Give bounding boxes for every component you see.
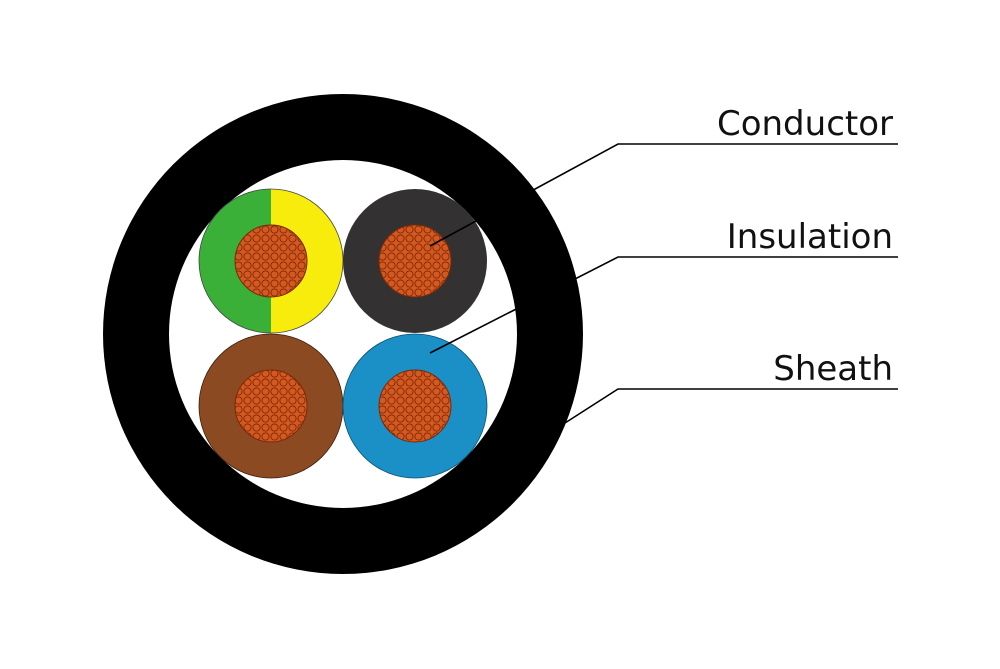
- sheath-leader-line: [564, 388, 898, 424]
- conductor-leader-line: [429, 143, 898, 247]
- blue-conductor: [378, 369, 452, 443]
- sheath-label: Sheath: [773, 349, 893, 389]
- brown-conductor: [234, 369, 308, 443]
- black-conductor: [378, 224, 452, 298]
- core-black: [343, 189, 487, 333]
- insulation-leader-line: [429, 256, 898, 354]
- core-blue: [342, 333, 488, 479]
- conductor-label: Conductor: [717, 104, 893, 144]
- core-brown: [198, 333, 344, 479]
- earth-conductor: [234, 224, 308, 298]
- core-earth: [198, 188, 344, 334]
- insulation-label: Insulation: [727, 217, 893, 257]
- leader-lines: [429, 143, 898, 424]
